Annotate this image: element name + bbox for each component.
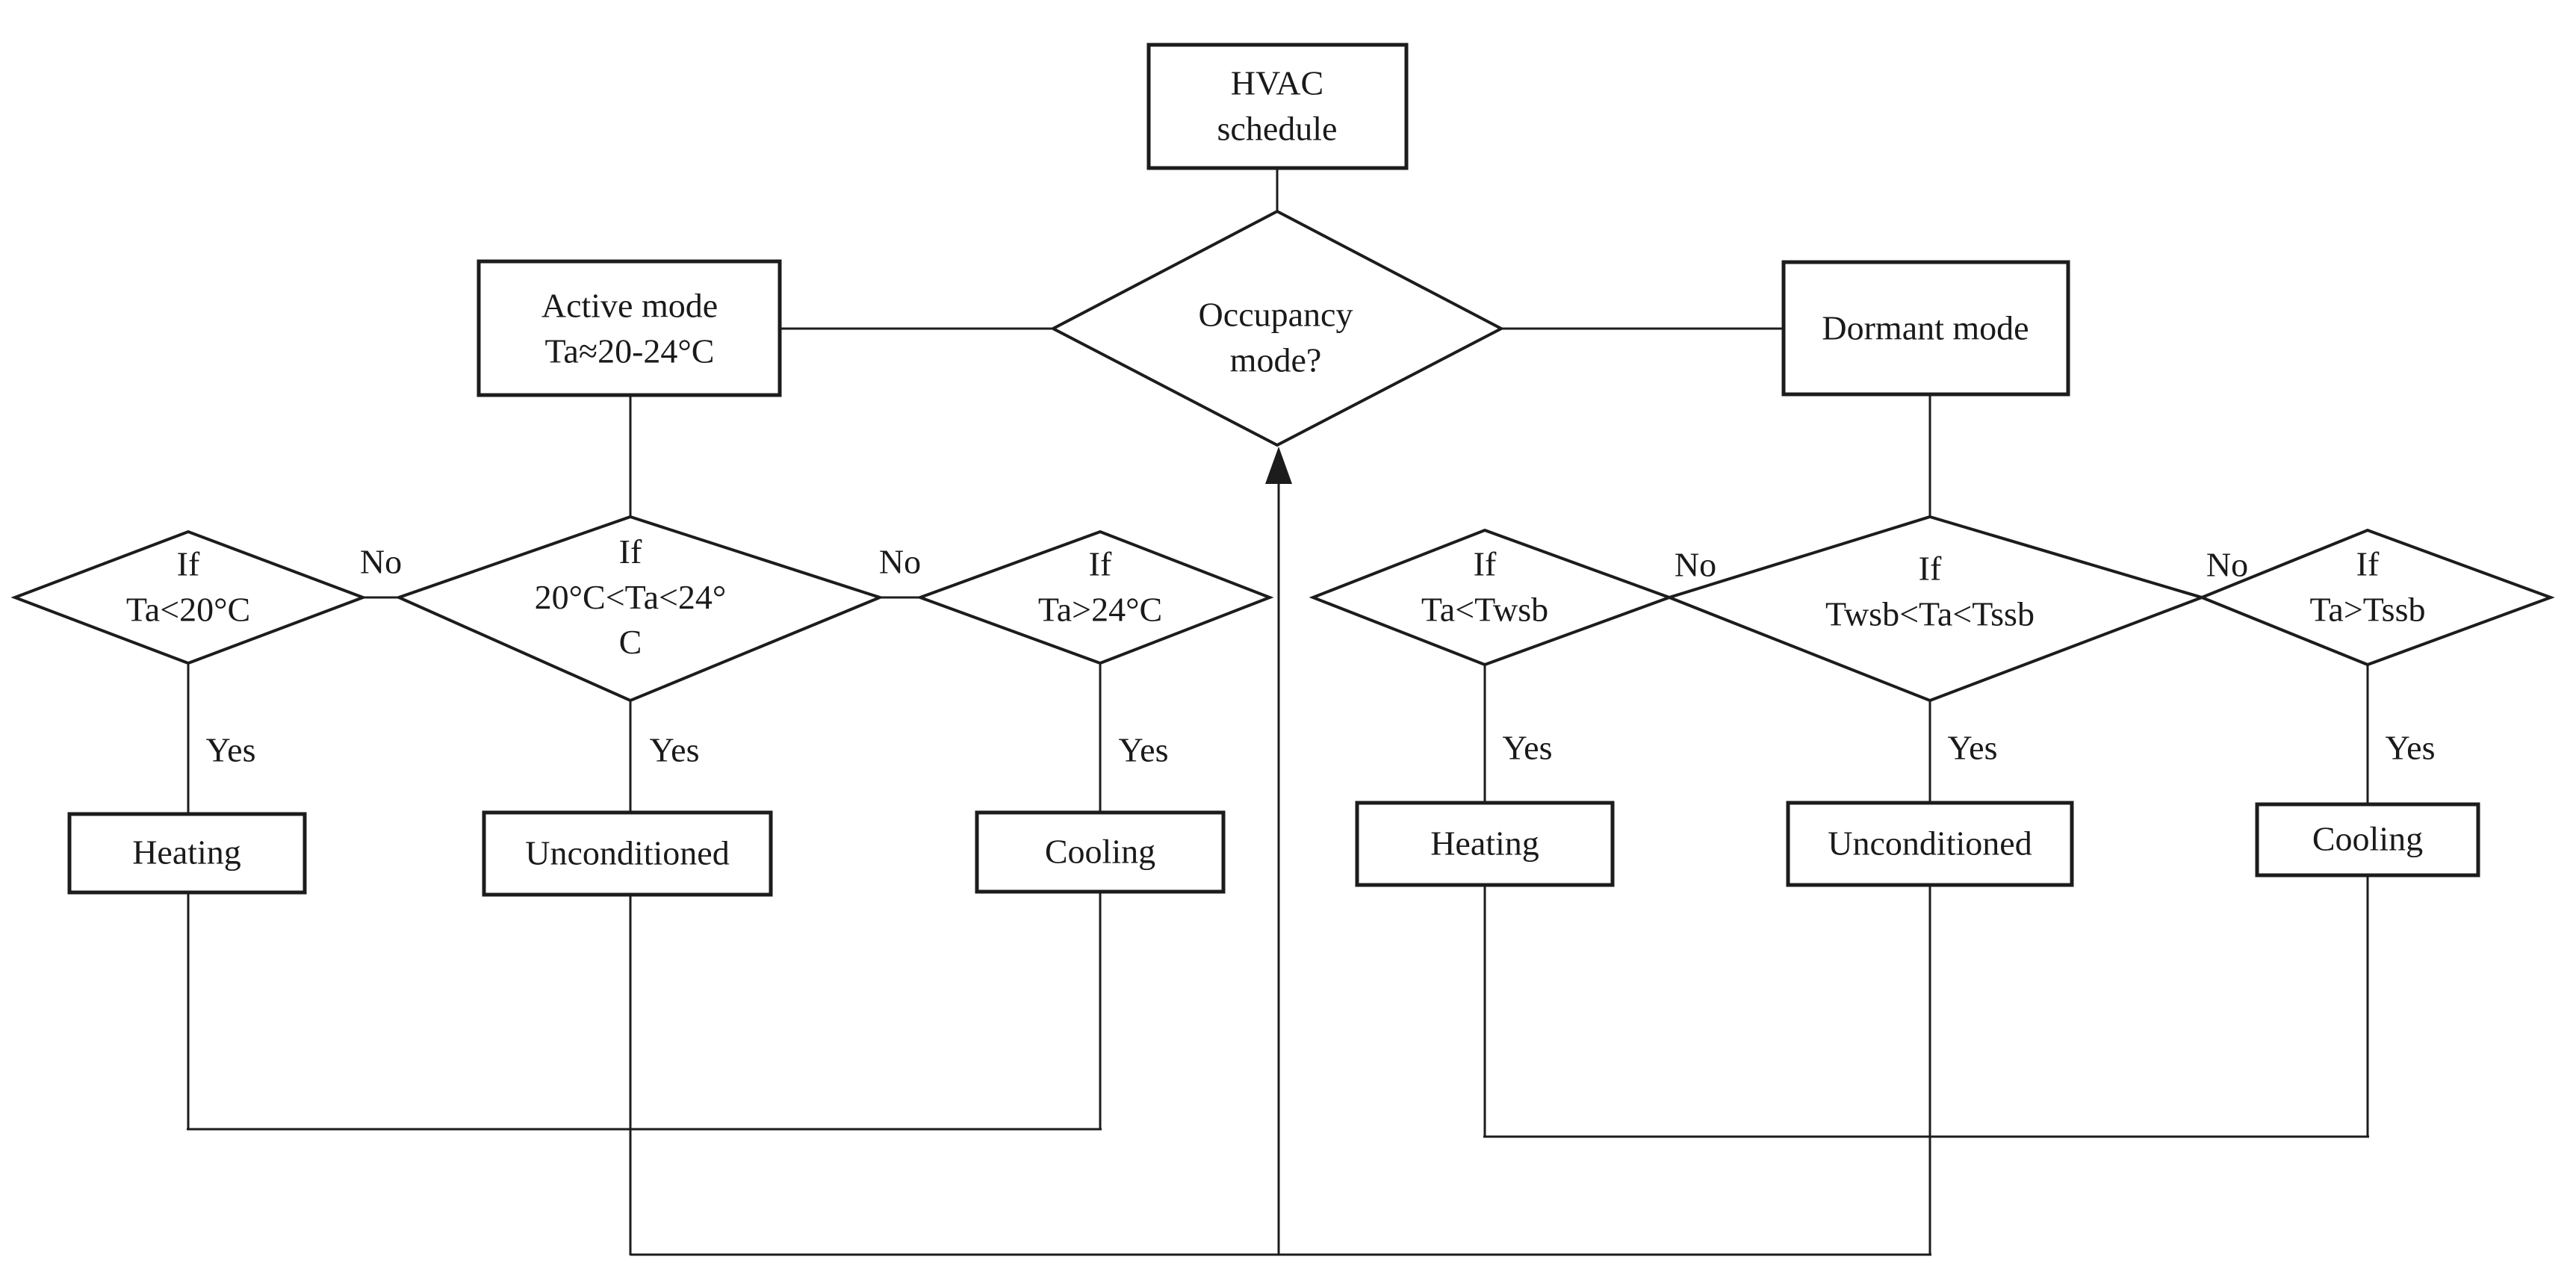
no-label-1: No	[359, 542, 403, 581]
ta-20-24-label: If 20°C<Ta<24° C	[535, 529, 727, 665]
ta-lt-20-label: If Ta<20°C	[126, 541, 250, 632]
label-line: If	[618, 532, 642, 571]
unconditioned-active-label: Unconditioned	[525, 831, 729, 877]
label-line: If	[2356, 544, 2380, 583]
label-line: Heating	[132, 833, 241, 872]
ta-20-24-diamond	[394, 515, 884, 703]
label-line: Unconditioned	[1828, 824, 2032, 863]
label-line: mode?	[1229, 341, 1322, 379]
label-line: If	[176, 544, 200, 583]
heating-dormant-label: Heating	[1430, 821, 1539, 867]
label-line: If	[1918, 549, 1942, 588]
label-line: Occupancy	[1198, 295, 1353, 334]
heating-dormant-box	[1355, 801, 1615, 887]
dormant-mode-box	[1781, 260, 2070, 397]
ta-lt-twsb-diamond	[1309, 528, 1674, 667]
label-line: If	[1473, 544, 1497, 583]
label-line: Ta<20°C	[125, 590, 251, 628]
ta-gt-24-label: If Ta>24°C	[1038, 541, 1162, 632]
hvac-schedule-box	[1146, 43, 1409, 170]
twsb-ta-tssb-diamond	[1664, 515, 2207, 703]
heating-active-label: Heating	[132, 830, 241, 876]
cooling-active-label: Cooling	[1045, 830, 1155, 875]
ta-gt-tssb-label: If Ta>Tssb	[2310, 541, 2426, 632]
yes-label-6: Yes	[2385, 728, 2436, 767]
label-line: 20°C<Ta<24°	[534, 577, 727, 616]
label-line: schedule	[1217, 109, 1338, 147]
occupancy-mode-diamond	[1049, 209, 1505, 447]
label-line: Dormant mode	[1822, 308, 2029, 347]
label-line: Ta>24°C	[1037, 590, 1163, 628]
yes-label-4: Yes	[1502, 728, 1553, 767]
unconditioned-dormant-label: Unconditioned	[1828, 821, 2032, 867]
yes-label-1: Yes	[205, 730, 256, 769]
label-line: If	[1088, 544, 1112, 583]
yes-label-5: Yes	[1947, 728, 1998, 767]
label-line: Twsb<Ta<Tssb	[1825, 594, 2035, 633]
unconditioned-active-box	[482, 810, 773, 897]
label-line: Cooling	[2312, 819, 2424, 858]
no-label-4: No	[2206, 545, 2249, 584]
active-mode-box	[477, 259, 782, 397]
heating-active-box	[67, 812, 307, 895]
cooling-active-box	[975, 810, 1226, 894]
yes-label-3: Yes	[1118, 730, 1169, 769]
ta-gt-24-diamond	[916, 529, 1274, 665]
unconditioned-dormant-box	[1786, 801, 2074, 887]
label-line: Ta≈20-24°C	[544, 332, 715, 370]
no-label-3: No	[1674, 545, 1717, 584]
active-mode-label: Active mode Ta≈20-24°C	[541, 283, 718, 373]
yes-label-2: Yes	[649, 730, 700, 769]
label-line: Ta<Twsb	[1421, 590, 1549, 628]
ta-gt-tssb-diamond	[2197, 528, 2555, 667]
no-label-2: No	[878, 542, 922, 581]
twsb-ta-tssb-label: If Twsb<Ta<Tssb	[1825, 546, 2035, 636]
occupancy-mode-label: Occupancy mode?	[1199, 292, 1353, 382]
label-line: Active mode	[541, 286, 719, 325]
ta-lt-twsb-label: If Ta<Twsb	[1421, 541, 1548, 632]
label-line: Ta>Tssb	[2309, 590, 2426, 628]
ta-lt-20-diamond	[10, 529, 367, 665]
label-line: Heating	[1430, 824, 1539, 863]
cooling-dormant-box	[2255, 802, 2480, 877]
label-line: C	[618, 623, 642, 662]
label-line: Unconditioned	[525, 833, 730, 872]
cooling-dormant-label: Cooling	[2312, 817, 2423, 863]
dormant-mode-label: Dormant mode	[1822, 306, 2029, 352]
label-line: HVAC	[1230, 63, 1324, 102]
hvac-schedule-label: HVAC schedule	[1217, 60, 1338, 151]
arrowhead-up-icon	[1265, 447, 1292, 484]
label-line: Cooling	[1044, 832, 1156, 871]
